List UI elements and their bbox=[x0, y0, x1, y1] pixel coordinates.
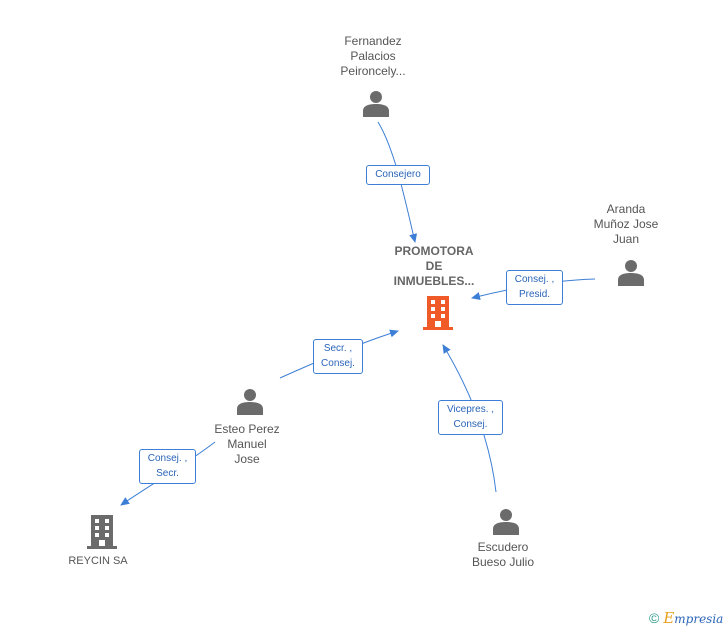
edge-label-aranda-center: Consej. , Presid. bbox=[506, 270, 563, 305]
edge-label-line: Consej. bbox=[321, 358, 355, 369]
footer-brand[interactable]: ©Empresia bbox=[649, 609, 723, 627]
person-icon[interactable] bbox=[236, 387, 264, 415]
edge-label-line: Vicepres. , bbox=[446, 404, 495, 415]
person-label-line: Muñoz Jose bbox=[593, 217, 659, 231]
person-label-line: Jose bbox=[234, 452, 260, 466]
edge-label-esteo-reycin: Consej. , Secr. bbox=[139, 449, 196, 484]
person-label-line: Manuel bbox=[227, 437, 267, 451]
person-label-aranda[interactable]: Aranda Muñoz Jose Juan bbox=[576, 202, 676, 247]
edge-label-line: Consejero bbox=[375, 169, 421, 180]
center-label-line: PROMOTORA bbox=[394, 244, 474, 258]
person-icon[interactable] bbox=[617, 258, 645, 286]
brand-logo-initial: E bbox=[663, 609, 675, 627]
brand-logo-text: mpresia bbox=[674, 612, 724, 626]
edge-label-fernandez-center: Consejero bbox=[366, 165, 430, 185]
person-label-line: Aranda bbox=[606, 202, 646, 216]
person-label-line: Escudero bbox=[477, 540, 529, 554]
person-label-line: Bueso Julio bbox=[471, 555, 535, 569]
person-label-fernandez[interactable]: Fernandez Palacios Peironcely... bbox=[323, 34, 423, 79]
person-label-line: Esteo Perez bbox=[214, 422, 280, 436]
edge-label-escudero-center: Vicepres. , Consej. bbox=[438, 400, 503, 435]
company-label-reycin[interactable]: REYCIN SA bbox=[48, 554, 148, 569]
edge-label-line: Secr. , bbox=[323, 343, 353, 354]
edge-label-line: Consej. bbox=[453, 419, 488, 430]
person-label-line: Peironcely... bbox=[340, 64, 406, 78]
copyright-symbol: © bbox=[649, 610, 660, 626]
person-label-line: Juan bbox=[612, 232, 640, 246]
building-icon[interactable] bbox=[87, 515, 117, 549]
edge-label-line: Consej. , bbox=[147, 453, 188, 464]
center-label-line: DE bbox=[425, 259, 443, 273]
person-label-esteo[interactable]: Esteo Perez Manuel Jose bbox=[197, 422, 297, 467]
company-label-text: REYCIN SA bbox=[68, 555, 128, 567]
edge-label-line: Consej. , bbox=[514, 274, 555, 285]
person-label-escudero[interactable]: Escudero Bueso Julio bbox=[453, 540, 553, 570]
center-company-label[interactable]: PROMOTORA DE INMUEBLES... bbox=[384, 244, 484, 289]
building-icon[interactable] bbox=[423, 296, 453, 330]
edge-label-esteo-center: Secr. , Consej. bbox=[313, 339, 363, 374]
center-label-line: INMUEBLES... bbox=[393, 274, 475, 288]
person-label-line: Fernandez bbox=[344, 34, 402, 48]
edge-label-line: Presid. bbox=[518, 289, 551, 300]
person-icon[interactable] bbox=[492, 507, 520, 535]
person-label-line: Palacios bbox=[350, 49, 396, 63]
person-icon[interactable] bbox=[362, 89, 390, 117]
edge-label-line: Secr. bbox=[156, 468, 179, 479]
